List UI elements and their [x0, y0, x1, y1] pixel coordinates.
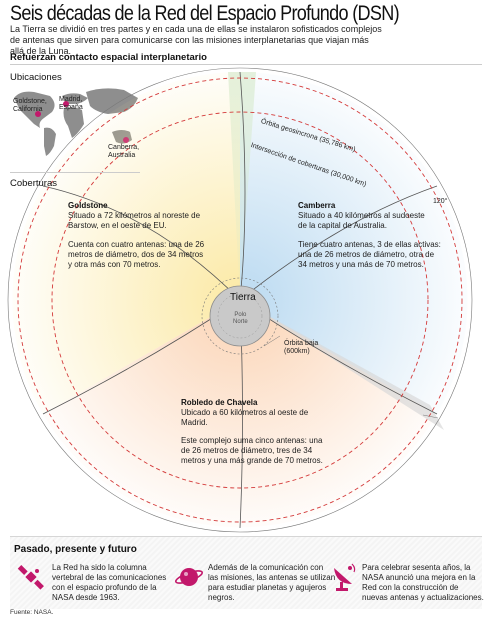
locations-heading: Ubicaciones [10, 72, 62, 83]
map-africa [63, 107, 84, 138]
source-note: Fuente: NASA. [10, 609, 54, 616]
satellite-icon [17, 565, 44, 590]
goldstone-description: Situado a 72 kilómetros al noreste de Ba… [68, 211, 201, 230]
page-title: Seis décadas de la Red del Espacio Profu… [10, 2, 400, 25]
canberra-title: Camberra [298, 201, 336, 210]
intro-text: La Tierra se dividió en tres partes y en… [10, 24, 382, 56]
footer-item-3: Para celebrar sesenta años, la NASA anun… [362, 563, 484, 602]
map-label-goldstone: Goldstone, California [13, 98, 47, 113]
earth-label: Tierra [230, 292, 256, 303]
map-europe [62, 93, 88, 104]
goldstone-antennas: Cuenta con cuatro antenas: una de 26 met… [68, 240, 205, 269]
robledo-antennas: Este complejo suma cinco antenas: una de… [181, 436, 323, 465]
map-label-canberra: Canberra, Australia [108, 144, 140, 159]
canberra-description: Situado a 40 kilómetros al sudoeste de l… [298, 211, 425, 230]
intersection-orbit [51, 111, 429, 489]
robledo-coverage [43, 300, 437, 528]
orbits [7, 67, 473, 533]
footer-item-2: Además de la comunicación con las mision… [208, 563, 336, 602]
divider [10, 172, 140, 173]
divider [10, 64, 482, 65]
footer-panel [10, 536, 482, 609]
radar-dish-icon [334, 563, 356, 591]
robledo-title: Robledo de Chavela [181, 398, 258, 407]
madrid-marker [63, 101, 69, 107]
coverage-heading: Coberturas [10, 178, 57, 189]
angle-label: 120° [433, 198, 448, 205]
goldstone-marker [35, 111, 41, 117]
footer-heading: Pasado, presente y futuro [14, 544, 137, 555]
robledo-description: Ubicado a 60 kilómetros al oeste de Madr… [181, 408, 309, 427]
map-label-madrid: Madrid, España [59, 96, 83, 111]
map-north-america [14, 91, 55, 128]
section-subtitle: Refuerzan contacto espacial interplaneta… [10, 52, 207, 63]
planet-icon [174, 568, 204, 586]
earth [209, 285, 271, 347]
map-south-america [44, 127, 56, 156]
coverage-diagram [7, 67, 473, 533]
goldstone-coverage [12, 72, 241, 414]
footer-item-1: La Red ha sido la columna vertebral de l… [52, 563, 167, 602]
angle-arc [7, 67, 473, 533]
geo-orbit [17, 77, 463, 523]
low-orbit [201, 277, 279, 355]
north-sector-strip [228, 72, 256, 300]
low-orbit-label: Órbita baja (600km) [284, 340, 319, 355]
canberra-antennas: Tiene cuatro antenas, 3 de ellas activas… [298, 240, 441, 269]
north-pole-label: Polo Norte [233, 312, 248, 325]
goldstone-title: Goldstone [68, 201, 108, 210]
